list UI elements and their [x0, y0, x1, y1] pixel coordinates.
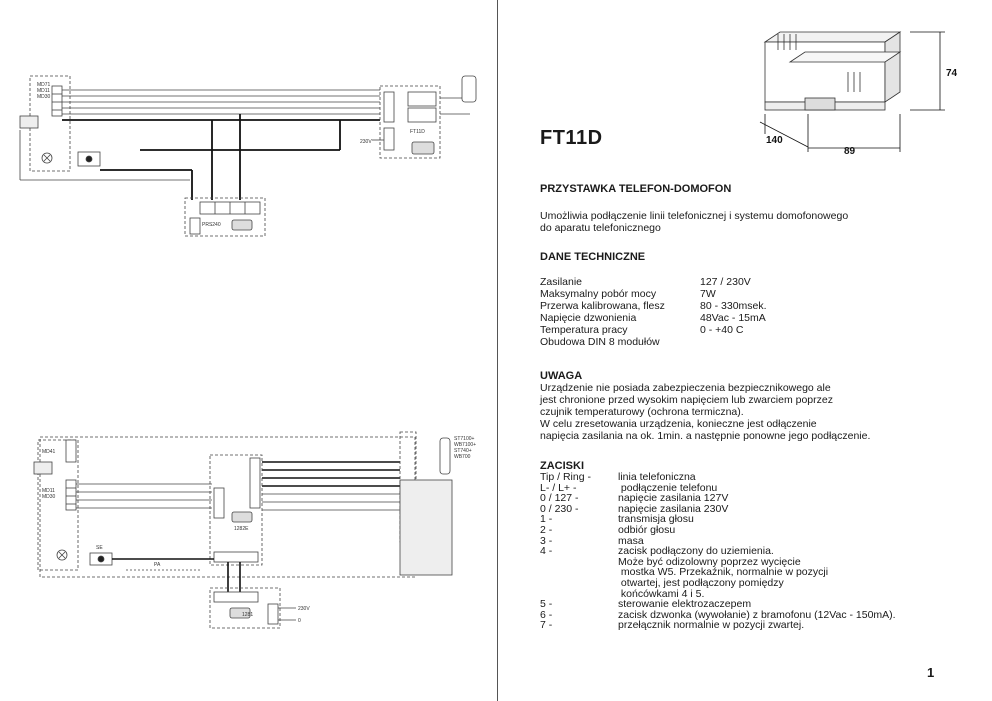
- note-text: Urządzenie nie posiada zabezpieczenia be…: [540, 382, 871, 442]
- terminal-row: 2 -odbiór głosu: [540, 523, 676, 536]
- terminal-row: 6 -zacisk dzwonka (wywołanie) z bramofon…: [540, 608, 896, 621]
- terminal-row: 4 -zacisk podłączony do uziemienia.: [540, 545, 774, 558]
- label-wb700: WB700: [454, 454, 471, 460]
- label-pa: PA: [154, 562, 161, 568]
- section-heading-note: UWAGA: [540, 370, 583, 382]
- dimension-height: 74: [946, 68, 958, 79]
- section-heading-device: PRZYSTAWKA TELEFON-DOMOFON: [540, 183, 732, 195]
- dimension-depth: 140: [766, 135, 783, 146]
- terminal-row: 7 -przełącznik normalnie w pozycji zwart…: [540, 619, 805, 632]
- product-title: FT11D: [540, 127, 603, 149]
- label-230v: 230V: [360, 139, 372, 145]
- wiring-diagram-top: [19, 75, 477, 237]
- label-ft11d: FT11D: [410, 129, 425, 135]
- terminal-row: 5 -sterowanie elektrozaczepem: [540, 598, 752, 611]
- terminals-list: Tip / Ring -linia telefoniczna L- / L+ -…: [540, 472, 896, 631]
- terminal-row: 3 -masa: [540, 534, 644, 547]
- label-md41: MD41: [42, 449, 56, 455]
- section-heading-tech: DANE TECHNICZNE: [540, 251, 646, 263]
- label-se: SE: [96, 545, 103, 551]
- label-wb7100: WB7100+: [454, 442, 476, 448]
- label-230v-b: 230V: [298, 606, 310, 612]
- label-prs240: PRS240: [202, 222, 221, 228]
- label-md30: MD30: [37, 94, 51, 100]
- page-number: 1: [927, 665, 935, 680]
- terminal-4-note: Może być odizolowny poprzez wycięcie: [618, 555, 801, 568]
- page-divider: [497, 0, 498, 701]
- terminal-4-note: mostka W5. Przekaźnik, normalnie w pozyc…: [618, 566, 829, 579]
- label-st7100: ST7100+: [454, 436, 475, 442]
- label-md30-b: MD30: [42, 494, 56, 500]
- label-0: 0: [298, 618, 301, 624]
- device-dimension-drawing: 74 89 140: [759, 31, 958, 157]
- terminal-4-note: końcówkami 4 i 5.: [618, 587, 705, 600]
- terminal-4-note: otwartej, jest podłączony pomiędzy: [618, 576, 784, 589]
- label-md11: MD11: [37, 88, 50, 94]
- wiring-diagram-bottom: [33, 431, 453, 629]
- wiring-diagrams: MD71 MD11 MD30 FT11D 230V PRS240: [19, 75, 477, 629]
- label-1281: 1281: [242, 612, 253, 618]
- label-st740: ST740+: [454, 448, 472, 454]
- label-1282e: 1282E: [234, 526, 249, 532]
- device-description: Umożliwia podłączenie linii telefoniczne…: [540, 210, 849, 234]
- terminal-row: Tip / Ring -linia telefoniczna: [540, 471, 696, 483]
- section-heading-terminals: ZACISKI: [540, 460, 584, 472]
- dimension-width: 89: [844, 146, 856, 157]
- label-md11-b: MD11: [42, 488, 55, 494]
- terminal-row: 0 / 127 -napięcie zasilania 127V: [540, 492, 729, 505]
- terminal-row: 1 -transmisja głosu: [540, 513, 694, 526]
- terminal-row: L- / L+ - podłączenie telefonu: [540, 481, 718, 494]
- label-md71: MD71: [37, 82, 51, 88]
- terminal-row: 0 / 230 -napięcie zasilania 230V: [540, 502, 729, 515]
- spec-row: Obudowa DIN 8 modułów: [540, 336, 660, 348]
